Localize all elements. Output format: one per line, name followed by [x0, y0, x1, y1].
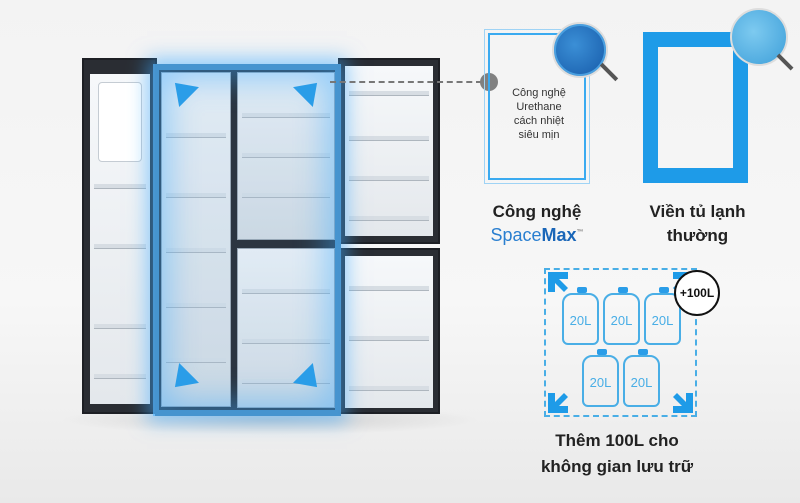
capacity-title-1: Thêm 100L cho	[555, 431, 679, 450]
capacity-label: Thêm 100L cho không gian lưu trữ	[527, 431, 707, 477]
spacemax-glow	[153, 64, 341, 416]
callout-line-2: Urethane	[516, 101, 562, 113]
water-bottle: 20L	[644, 287, 681, 345]
water-bottle: 20L	[582, 349, 619, 407]
refrigerator-image	[0, 0, 460, 430]
fridge-body	[155, 64, 341, 416]
spacemax-callout-text: Công nghệ Urethane cách nhiệt siêu mịn	[500, 86, 578, 142]
regular-frame	[643, 32, 748, 183]
capacity-title-2: không gian lưu trữ	[540, 457, 694, 476]
spacemax-frame	[484, 29, 590, 184]
callout-line-1: Công nghệ	[512, 87, 566, 99]
water-bottle: 20L	[562, 287, 599, 345]
magnifier-handle	[776, 53, 794, 71]
regular-title-2: thường	[666, 226, 729, 245]
magnifier-fine-foam-icon	[552, 22, 608, 78]
water-dispenser	[98, 82, 142, 162]
regular-title-1: Viền tủ lạnh	[649, 202, 746, 221]
water-bottle: 20L	[603, 287, 640, 345]
callout-line	[330, 81, 482, 83]
callout-line-3: cách nhiệt	[513, 115, 565, 127]
spacemax-label: Công nghệ SpaceMax™	[477, 202, 597, 246]
right-bottom-door-open	[338, 248, 440, 414]
callout-line-4: siêu mịn	[518, 129, 560, 141]
regular-label: Viền tủ lạnh thường	[630, 202, 765, 246]
corner-arrow-tl-icon	[548, 272, 568, 292]
spacemax-brand: SpaceMax™	[490, 225, 584, 245]
plus-100l-badge: +100L	[674, 270, 720, 316]
magnifier-handle	[599, 62, 619, 82]
water-bottle: 20L	[623, 349, 660, 407]
left-door-open	[82, 58, 157, 414]
capacity-box	[544, 268, 697, 417]
spacemax-title: Công nghệ	[492, 202, 582, 221]
right-top-door-open	[338, 58, 440, 244]
